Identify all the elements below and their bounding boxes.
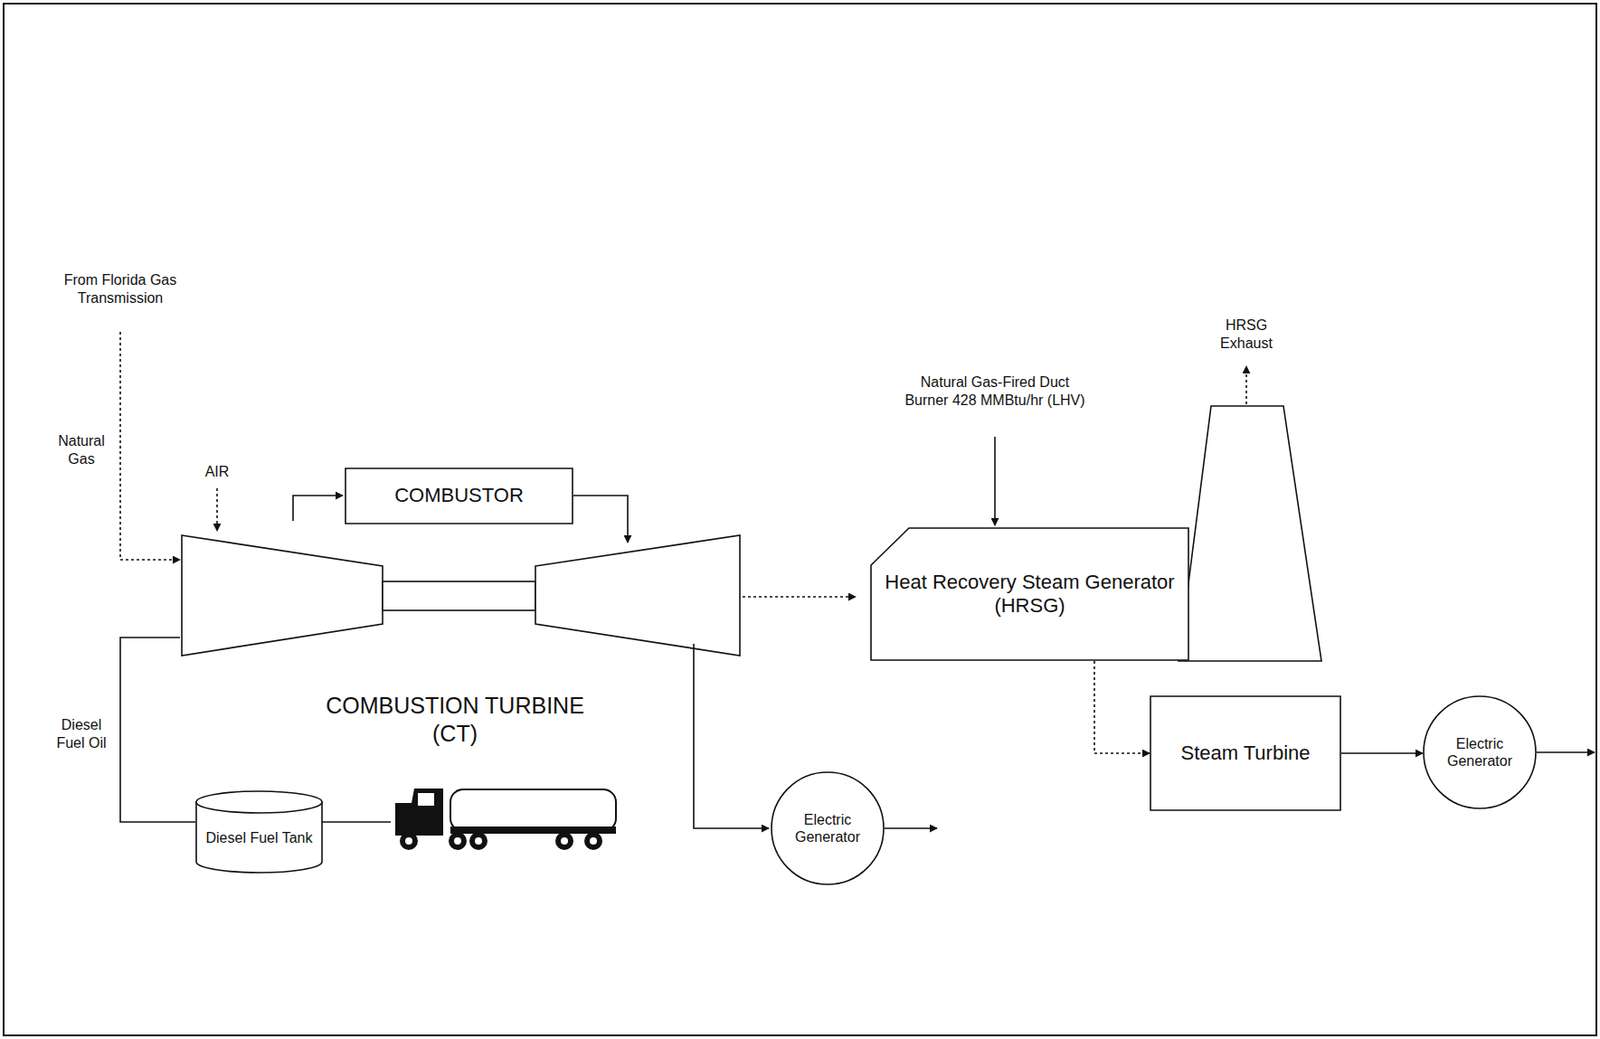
air-arrow	[216, 488, 218, 531]
section-title: COMBUSTION TURBINE (CT)	[301, 691, 609, 749]
air-line	[293, 495, 343, 521]
hrsg-box: Heat Recovery Steam Generator (HRSG)	[870, 527, 1190, 662]
burner-arrow	[994, 436, 996, 526]
tank-cylinder: Diesel Fuel Tank	[195, 790, 323, 873]
frame	[3, 3, 1597, 1036]
node-text: Heat Recovery Steam Generator (HRSG)	[870, 570, 1190, 619]
node-text: Electric Generator	[770, 811, 885, 846]
generator-circle: Electric Generator	[1422, 695, 1537, 810]
node-text: Diesel Fuel Tank	[200, 816, 319, 847]
gas-line	[120, 331, 180, 560]
stack	[1178, 406, 1322, 662]
truck	[395, 788, 616, 851]
shaft-line	[693, 643, 769, 829]
stack-exhaust-arrow	[1245, 366, 1248, 405]
power-out	[884, 827, 938, 830]
hot-gas-line	[573, 495, 628, 543]
annotation-label: Natural Gas	[45, 432, 118, 469]
process-box: COMBUSTOR	[344, 467, 574, 525]
generator-circle: Electric Generator	[770, 771, 885, 886]
annotation-label: From Florida Gas Transmission	[43, 271, 198, 308]
compressor	[181, 535, 383, 656]
annotation-label: Natural Gas-Fired Duct Burner 428 MMBtu/…	[904, 373, 1086, 410]
node-text: Electric Generator	[1422, 735, 1537, 770]
outline	[1422, 695, 1537, 810]
diesel-line	[120, 637, 196, 823]
annotation-label: Diesel Fuel Oil	[45, 716, 118, 753]
node-text: COMBUSTOR	[387, 483, 531, 508]
turbine	[535, 535, 740, 656]
annotation-label: HRSG Exhaust	[1205, 316, 1288, 353]
node-text: Steam Turbine	[1173, 741, 1317, 766]
delivery-arrow	[313, 821, 391, 824]
flow-arrow	[1094, 661, 1150, 754]
annotation-label: AIR	[194, 463, 240, 482]
flow-arrow	[1341, 752, 1423, 755]
shaft	[382, 581, 536, 611]
exhaust-line	[742, 596, 856, 598]
process-box: Steam Turbine	[1149, 695, 1342, 812]
outline	[770, 771, 885, 886]
power-out	[1536, 751, 1595, 754]
